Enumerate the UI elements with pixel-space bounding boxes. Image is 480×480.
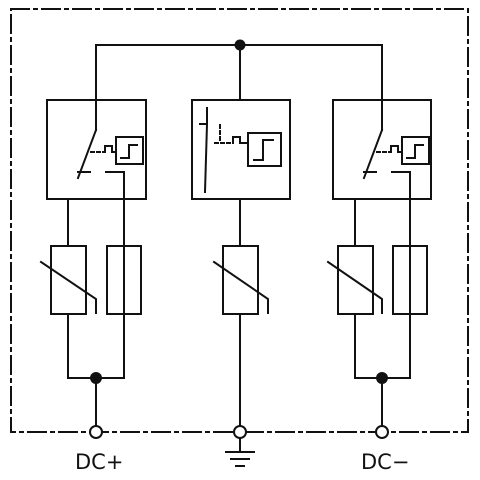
bottom-wiring <box>67 313 411 427</box>
left-thermal-disconnector <box>46 99 147 200</box>
varistor-right <box>326 245 383 315</box>
dc-minus-terminal <box>375 425 389 439</box>
center-thermal-disconnector <box>191 99 291 247</box>
top-bus <box>95 39 383 101</box>
spark-gap-right <box>392 245 428 315</box>
ground-terminal <box>233 425 247 439</box>
dc-plus-terminal <box>89 425 103 439</box>
varistor-center <box>212 245 269 315</box>
dc-plus-label: DC+ <box>75 450 124 474</box>
earth-ground-icon <box>225 437 255 467</box>
varistor-left <box>39 245 97 315</box>
dc-minus-label: DC− <box>361 450 410 474</box>
spark-gap-left <box>106 245 142 315</box>
component-leads <box>67 198 411 247</box>
right-thermal-disconnector <box>332 99 432 200</box>
